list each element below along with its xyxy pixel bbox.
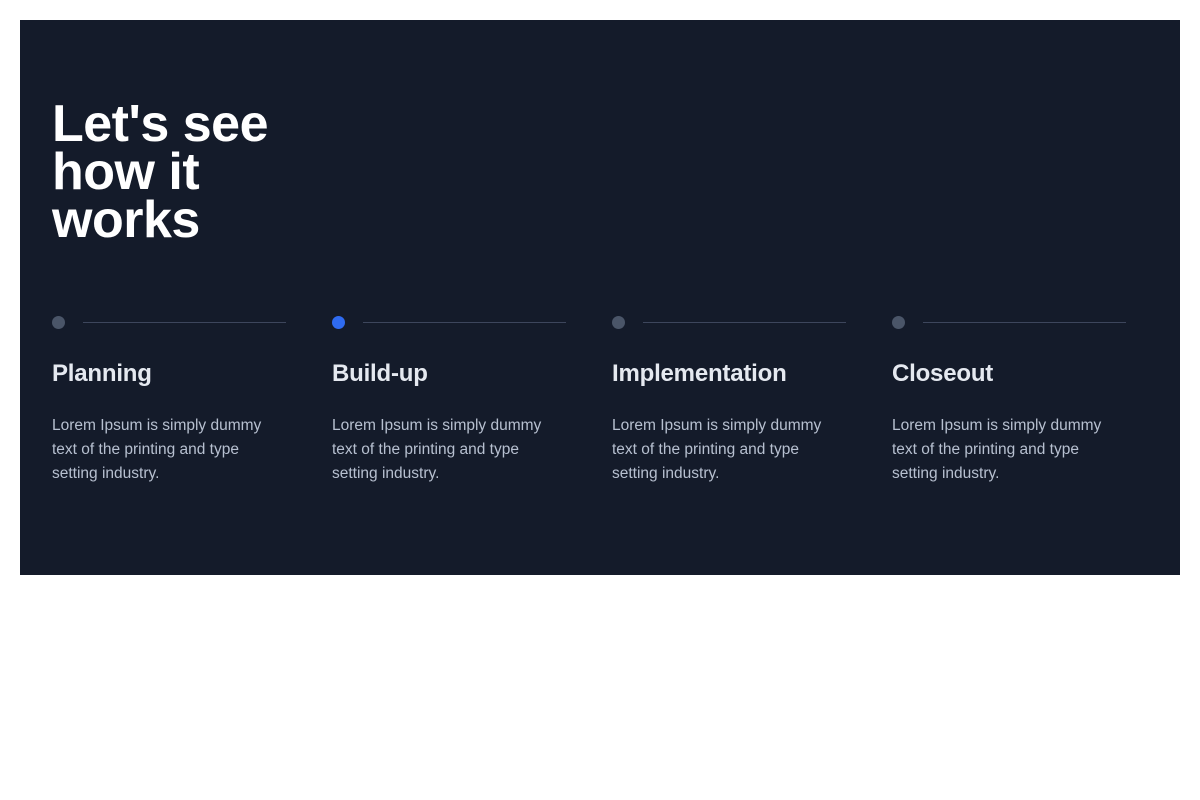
step-dot-icon[interactable] bbox=[612, 315, 625, 329]
step-connector-line bbox=[83, 321, 286, 323]
step-connector-line bbox=[923, 321, 1126, 323]
step-dot-icon[interactable] bbox=[892, 315, 905, 329]
step-title-closeout: Closeout bbox=[892, 360, 994, 387]
step-marker-planning bbox=[52, 310, 286, 334]
step-item-planning[interactable]: Planning Lorem Ipsum is simply dummy tex… bbox=[52, 310, 332, 486]
step-body-closeout: Lorem Ipsum is simply dummy text of the … bbox=[892, 417, 1102, 482]
step-connector-line bbox=[643, 321, 846, 323]
step-marker-implementation bbox=[612, 310, 846, 334]
step-title-planning: Planning bbox=[52, 360, 152, 387]
step-body-implementation: Lorem Ipsum is simply dummy text of the … bbox=[612, 417, 822, 482]
step-body-planning: Lorem Ipsum is simply dummy text of the … bbox=[52, 417, 262, 482]
step-dot-active-icon[interactable] bbox=[332, 315, 345, 329]
step-title-build-up: Build-up bbox=[332, 360, 428, 387]
step-body-build-up: Lorem Ipsum is simply dummy text of the … bbox=[332, 417, 542, 482]
panel-content: Let's see how it works Planning Lorem Ip… bbox=[52, 20, 1180, 575]
how-it-works-panel: Let's see how it works Planning Lorem Ip… bbox=[20, 20, 1180, 575]
step-title-implementation: Implementation bbox=[612, 360, 787, 387]
step-item-implementation[interactable]: Implementation Lorem Ipsum is simply dum… bbox=[612, 310, 892, 486]
step-marker-closeout bbox=[892, 310, 1126, 334]
page-title: Let's see how it works bbox=[52, 95, 269, 249]
step-marker-build-up bbox=[332, 310, 566, 334]
step-dot-icon[interactable] bbox=[52, 315, 65, 329]
steps-timeline: Planning Lorem Ipsum is simply dummy tex… bbox=[52, 310, 1172, 486]
step-item-build-up[interactable]: Build-up Lorem Ipsum is simply dummy tex… bbox=[332, 310, 612, 486]
step-connector-line bbox=[363, 321, 566, 323]
step-item-closeout[interactable]: Closeout Lorem Ipsum is simply dummy tex… bbox=[892, 310, 1172, 486]
